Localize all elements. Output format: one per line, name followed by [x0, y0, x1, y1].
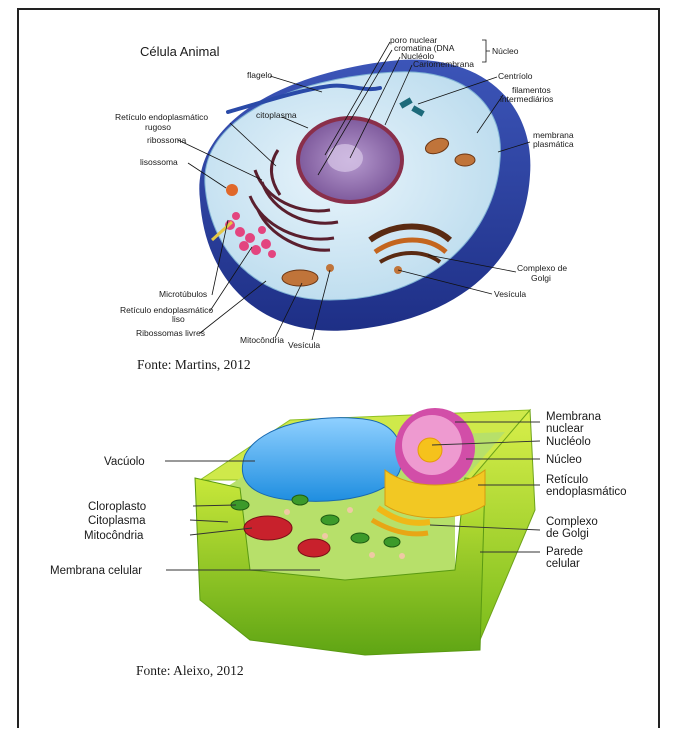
label-centriolo: Centríolo: [498, 71, 533, 81]
nucleus-bracket: [482, 40, 490, 62]
label-membrana-celular: Membrana celular: [50, 565, 142, 577]
label-reticulo-2: endoplasmático: [546, 486, 627, 498]
label-vesicula-bottom: Vesícula: [288, 340, 320, 350]
label-cloroplasto: Cloroplasto: [88, 501, 146, 513]
label-golgi-animal-2: Golgi: [531, 273, 551, 283]
label-nucleo-plant: Núcleo: [546, 454, 582, 466]
label-membrana-2: plasmática: [533, 139, 574, 149]
label-mitocondria-animal: Mitocôndria: [240, 335, 284, 345]
label-nucleolo-plant: Nucléolo: [546, 436, 591, 448]
label-lisossoma: lisossoma: [140, 157, 178, 167]
label-filamentos-2: intermediários: [500, 94, 553, 104]
label-nucleo-animal: Núcleo: [492, 46, 519, 56]
label-vacuolo: Vacúolo: [104, 456, 145, 468]
plant-nucleolus: [418, 438, 442, 462]
plant-cell-illustration: [195, 408, 535, 655]
vacuole: [242, 418, 401, 502]
label-citoplasma-animal: citoplasma: [256, 110, 297, 120]
animal-cell-illustration: [199, 60, 530, 331]
label-re-rugoso-2: rugoso: [145, 122, 171, 132]
label-vesicula-right: Vesícula: [494, 289, 526, 299]
label-golgi-animal-1: Complexo de: [517, 263, 567, 273]
label-parede-1: Parede: [546, 546, 583, 558]
label-membrana-nuclear-2: nuclear: [546, 423, 584, 435]
label-ribossomas-livres: Ribossomas livres: [136, 328, 205, 338]
label-re-liso-1: Retículo endoplasmático: [120, 305, 213, 315]
mitochondria-a: [282, 270, 318, 286]
label-re-liso-2: liso: [172, 314, 185, 324]
label-re-rugoso-1: Retículo endoplasmático: [115, 112, 208, 122]
label-microtubulos: Microtúbulos: [159, 289, 207, 299]
label-flagelo: flagelo: [247, 70, 272, 80]
label-reticulo-1: Retículo: [546, 474, 588, 486]
animal-title: Célula Animal: [140, 44, 220, 59]
label-cariomembrana: Cariomembrana: [413, 59, 474, 69]
label-mitocondria-plant: Mitocôndria: [84, 530, 144, 542]
label-golgi-plant-1: Complexo: [546, 516, 598, 528]
lysosome: [226, 184, 238, 196]
animal-source: Fonte: Martins, 2012: [137, 357, 251, 372]
label-citoplasma-plant: Citoplasma: [88, 515, 146, 527]
plant-mitochondria-b: [298, 539, 330, 557]
label-ribossoma: ribossoma: [147, 135, 186, 145]
mitochondria-c: [455, 154, 475, 166]
plant-source: Fonte: Aleixo, 2012: [136, 663, 244, 678]
animal-nucleolus: [327, 144, 363, 172]
label-parede-2: celular: [546, 558, 580, 570]
label-membrana-nuclear-1: Membrana: [546, 411, 602, 423]
label-golgi-plant-2: de Golgi: [546, 528, 589, 540]
